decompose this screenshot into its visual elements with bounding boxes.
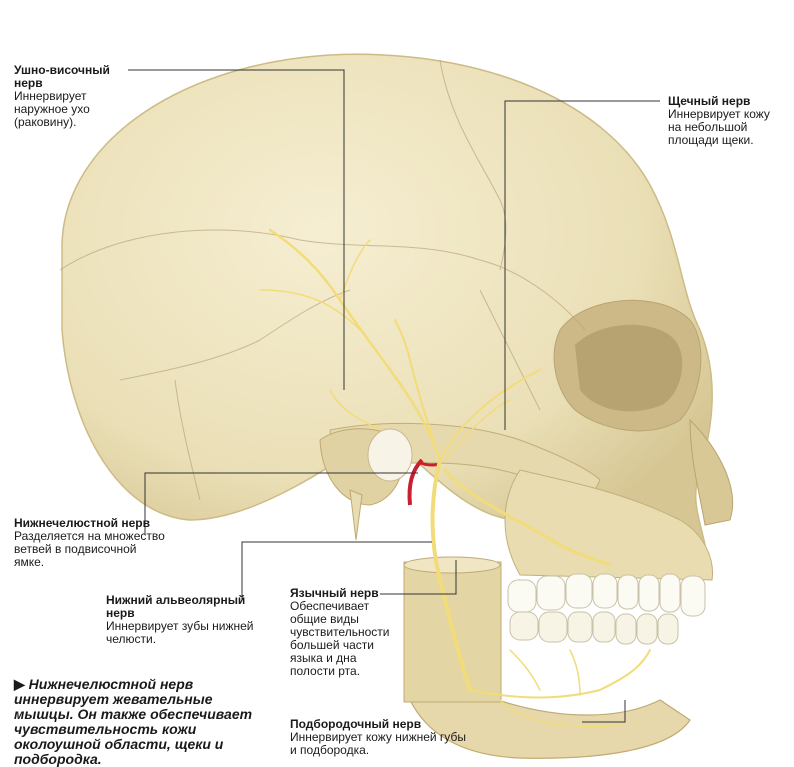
lower-teeth <box>509 611 679 645</box>
buccal-title: Щечный нерв <box>668 94 751 108</box>
mental-title: Подбородочный нерв <box>290 717 422 731</box>
sutures <box>59 59 586 501</box>
maxilla <box>504 469 714 581</box>
inferior-alveolar-label: Нижний альвеолярный нерв Иннервирует зуб… <box>106 594 256 646</box>
mandibular-label: Нижнечелюстной нерв Разделяется на множе… <box>14 517 169 569</box>
mandibular-desc: Разделяется на множество ветвей в подвис… <box>14 529 165 569</box>
ear-canal <box>367 428 413 482</box>
triangle-icon: ▶ <box>14 676 25 692</box>
summary-note-text: Нижнечелюстной нерв иннервирует жеватель… <box>14 676 253 767</box>
buccal-desc: Иннервирует кожу на небольшой площади ще… <box>668 107 770 147</box>
lingual-title: Язычный нерв <box>290 586 379 600</box>
buccal-label: Щечный нерв Иннервирует кожу на небольшо… <box>668 95 778 147</box>
inferior-alveolar-desc: Иннервирует зубы нижней челюсти. <box>106 619 254 646</box>
upper-teeth <box>507 573 706 617</box>
mandibular-title: Нижнечелюстной нерв <box>14 516 150 530</box>
auriculotemporal-label: Ушно-височный нерв Иннервирует наружное … <box>14 64 129 129</box>
artery <box>407 458 424 506</box>
lingual-label: Язычный нерв Обеспечивает общие виды чув… <box>290 586 390 678</box>
cranium <box>61 53 713 561</box>
leader-lines <box>128 69 660 723</box>
nasal-area <box>689 418 734 526</box>
lingual-desc: Обеспечивает общие виды чувствительности… <box>290 599 390 678</box>
inferior-alveolar-title: Нижний альвеолярный нерв <box>106 593 246 620</box>
auriculotemporal-desc: Иннервирует наружное ухо (раковину). <box>14 89 90 129</box>
mental-label: Подбородочный нерв Иннервирует кожу нижн… <box>290 718 470 757</box>
nerve-branches <box>259 228 651 728</box>
summary-note: ▶ Нижнечелюстной нерв иннервирует жевате… <box>14 677 276 767</box>
mental-desc: Иннервирует кожу нижней губы и подбородк… <box>290 730 466 757</box>
auriculotemporal-title: Ушно-височный нерв <box>14 63 110 90</box>
